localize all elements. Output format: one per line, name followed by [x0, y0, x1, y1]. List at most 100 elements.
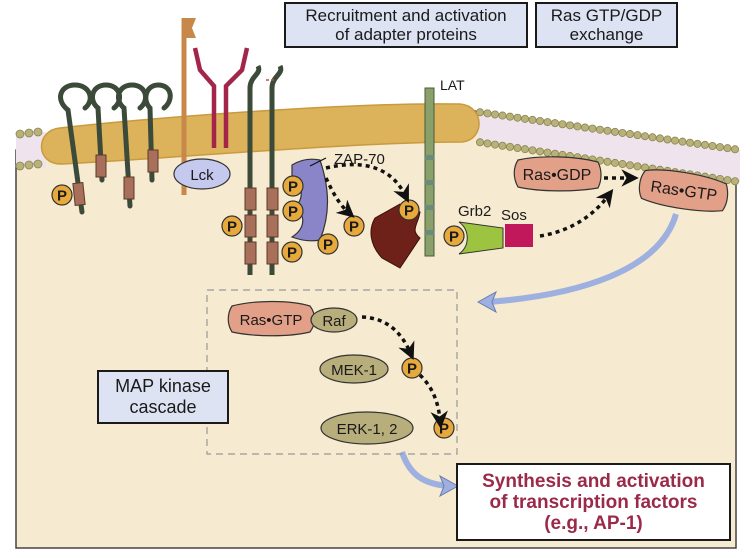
lipid-head — [484, 110, 491, 117]
lipid-head — [581, 124, 588, 131]
lipid-head — [604, 158, 611, 165]
phosphate-label: P — [287, 245, 297, 262]
phosphate-group: P — [444, 226, 464, 246]
lipid-head — [499, 142, 506, 149]
phosphate-label: P — [439, 421, 449, 438]
lck: Lck — [174, 159, 230, 189]
lipid-head — [686, 139, 693, 146]
lck-label: Lck — [190, 167, 214, 184]
lipid-head — [551, 120, 558, 127]
lipid-head — [544, 118, 551, 125]
output-line2: of transcription factors — [490, 492, 698, 513]
lipid-head — [574, 123, 581, 130]
phosphate-label: P — [323, 237, 333, 254]
ras-gdp-label: Ras•GDP — [523, 167, 592, 184]
lipid-head — [499, 112, 506, 119]
lipid-head — [604, 127, 611, 134]
lipid-head — [641, 133, 648, 140]
lipid-head — [709, 142, 716, 149]
phosphate-label: P — [288, 179, 298, 196]
lipid-head — [626, 130, 633, 137]
lipid-head — [649, 134, 656, 141]
output-line1: Synthesis and activation — [482, 471, 705, 492]
transcription-factor-box: Synthesis and activation of transcriptio… — [456, 463, 731, 541]
lipid-head — [514, 114, 521, 121]
ras-exchange-box: Ras GTP/GDP exchange — [535, 2, 678, 48]
lipid-head — [596, 126, 603, 133]
adapter-recruitment-box: Recruitment and activation of adapter pr… — [284, 2, 528, 48]
lipid-head — [731, 146, 738, 153]
lipid-head — [484, 140, 491, 147]
raf: Raf — [311, 308, 357, 332]
ras-exchange-line1: Ras GTP/GDP — [551, 6, 662, 25]
lipid-head — [506, 113, 513, 120]
lipid-head — [626, 162, 633, 169]
lipid-head — [694, 140, 701, 147]
lipid-head — [491, 111, 498, 118]
adapter-box-line2: of adapter proteins — [335, 25, 477, 44]
lipid-head — [679, 138, 686, 145]
phosphate-group: P — [434, 418, 454, 438]
raf-label: Raf — [322, 313, 346, 330]
lipid-head — [544, 149, 551, 156]
mek1-label: MEK-1 — [331, 362, 377, 379]
lipid-head — [559, 121, 566, 128]
lipid-head — [634, 132, 641, 139]
lipid-head — [671, 137, 678, 144]
lipid-head — [664, 136, 671, 143]
phosphate-label: P — [349, 219, 359, 236]
sos-label: Sos — [501, 207, 527, 224]
lipid-head — [506, 143, 513, 150]
phosphate-group: P — [283, 176, 303, 196]
phosphate-label: P — [288, 204, 298, 221]
adapter-box-line1: Recruitment and activation — [305, 6, 506, 25]
phosphate-group: P — [222, 216, 242, 236]
lipid-head — [529, 147, 536, 154]
output-line3: (e.g., AP-1) — [544, 513, 643, 534]
phosphate-label: P — [449, 229, 459, 246]
lipid-head — [491, 141, 498, 148]
map-kinase-line1: MAP kinase — [115, 376, 211, 397]
lipid-head — [476, 139, 483, 146]
lipid-head — [536, 148, 543, 155]
lipid-head — [514, 144, 521, 151]
grb2-label: Grb2 — [458, 203, 491, 220]
lipid-head — [589, 125, 596, 132]
lipid-head — [619, 129, 626, 136]
lipid-head — [521, 115, 528, 122]
lipid-head — [521, 146, 528, 153]
phosphate-label: P — [407, 361, 417, 378]
map-kinase-box: MAP kinase cascade — [97, 370, 229, 424]
ras-gdp: Ras•GDP — [514, 157, 601, 191]
erk-label: ERK-1, 2 — [337, 421, 398, 438]
phosphate-group: P — [283, 201, 303, 221]
lipid-head — [731, 178, 738, 185]
ras-exchange-line2: exchange — [570, 25, 644, 44]
lipid-head — [716, 143, 723, 150]
phosphate-label: P — [227, 219, 237, 236]
phosphate-group: P — [52, 185, 72, 205]
phosphate-label: P — [57, 188, 67, 205]
erk: ERK-1, 2 — [321, 412, 413, 444]
lipid-head — [566, 122, 573, 129]
phosphate-group: P — [402, 358, 422, 378]
lipid-head — [656, 135, 663, 142]
mek1: MEK-1 — [320, 355, 388, 383]
lipid-head — [611, 159, 618, 166]
ras-gtp-cascade: Ras•GTP — [228, 302, 314, 336]
lipid-head — [529, 116, 536, 123]
phosphate-group: P — [344, 216, 364, 236]
lipid-head — [619, 160, 626, 167]
phosphate-group: P — [282, 242, 302, 262]
lipid-head — [724, 145, 731, 152]
phosphate-label: P — [404, 203, 414, 220]
phosphate-group: P — [399, 200, 419, 220]
map-kinase-line2: cascade — [129, 397, 196, 418]
lipid-head — [611, 128, 618, 135]
ras-gtp-cascade-label: Ras•GTP — [240, 312, 303, 329]
lipid-head — [724, 176, 731, 183]
lat-label: LAT — [440, 77, 465, 93]
lipid-head — [536, 117, 543, 124]
phosphate-group: P — [318, 234, 338, 254]
lipid-head — [701, 141, 708, 148]
